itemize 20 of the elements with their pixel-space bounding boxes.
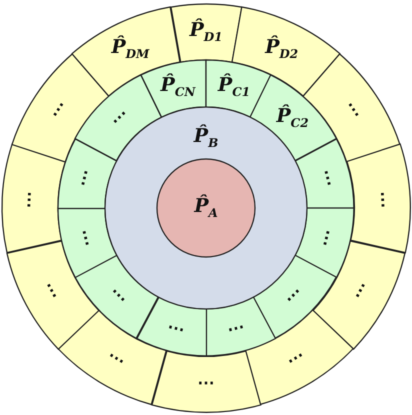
ellipsis-mark: ⋯: [316, 168, 338, 188]
ellipsis-mark: ⋯: [284, 347, 308, 371]
ellipsis-mark: ⋯: [350, 280, 373, 303]
ellipsis-mark: ⋯: [282, 284, 306, 308]
segment-label: P̂$_{C1}$: [218, 76, 250, 98]
ellipsis-mark: ⋯: [226, 318, 246, 340]
ellipsis-mark: ⋯: [197, 375, 214, 392]
ellipsis-mark: ⋯: [107, 106, 132, 130]
ellipsis-mark: ⋯: [48, 98, 72, 122]
segment-label: P̂$_{CN}$: [160, 76, 196, 98]
ellipsis-mark: ⋯: [106, 284, 130, 308]
ellipsis-mark: ⋯: [39, 280, 62, 303]
ellipsis-mark: ⋯: [316, 228, 338, 248]
ellipsis-mark: ⋯: [74, 228, 96, 248]
ellipsis-mark: ⋯: [166, 318, 186, 340]
ellipsis-mark: ⋯: [340, 98, 364, 122]
ellipsis-mark: ⋯: [21, 190, 40, 208]
ellipsis-mark: ⋯: [372, 190, 391, 208]
ellipsis-mark: ⋯: [104, 347, 128, 371]
ellipsis-mark: ⋯: [74, 168, 96, 188]
